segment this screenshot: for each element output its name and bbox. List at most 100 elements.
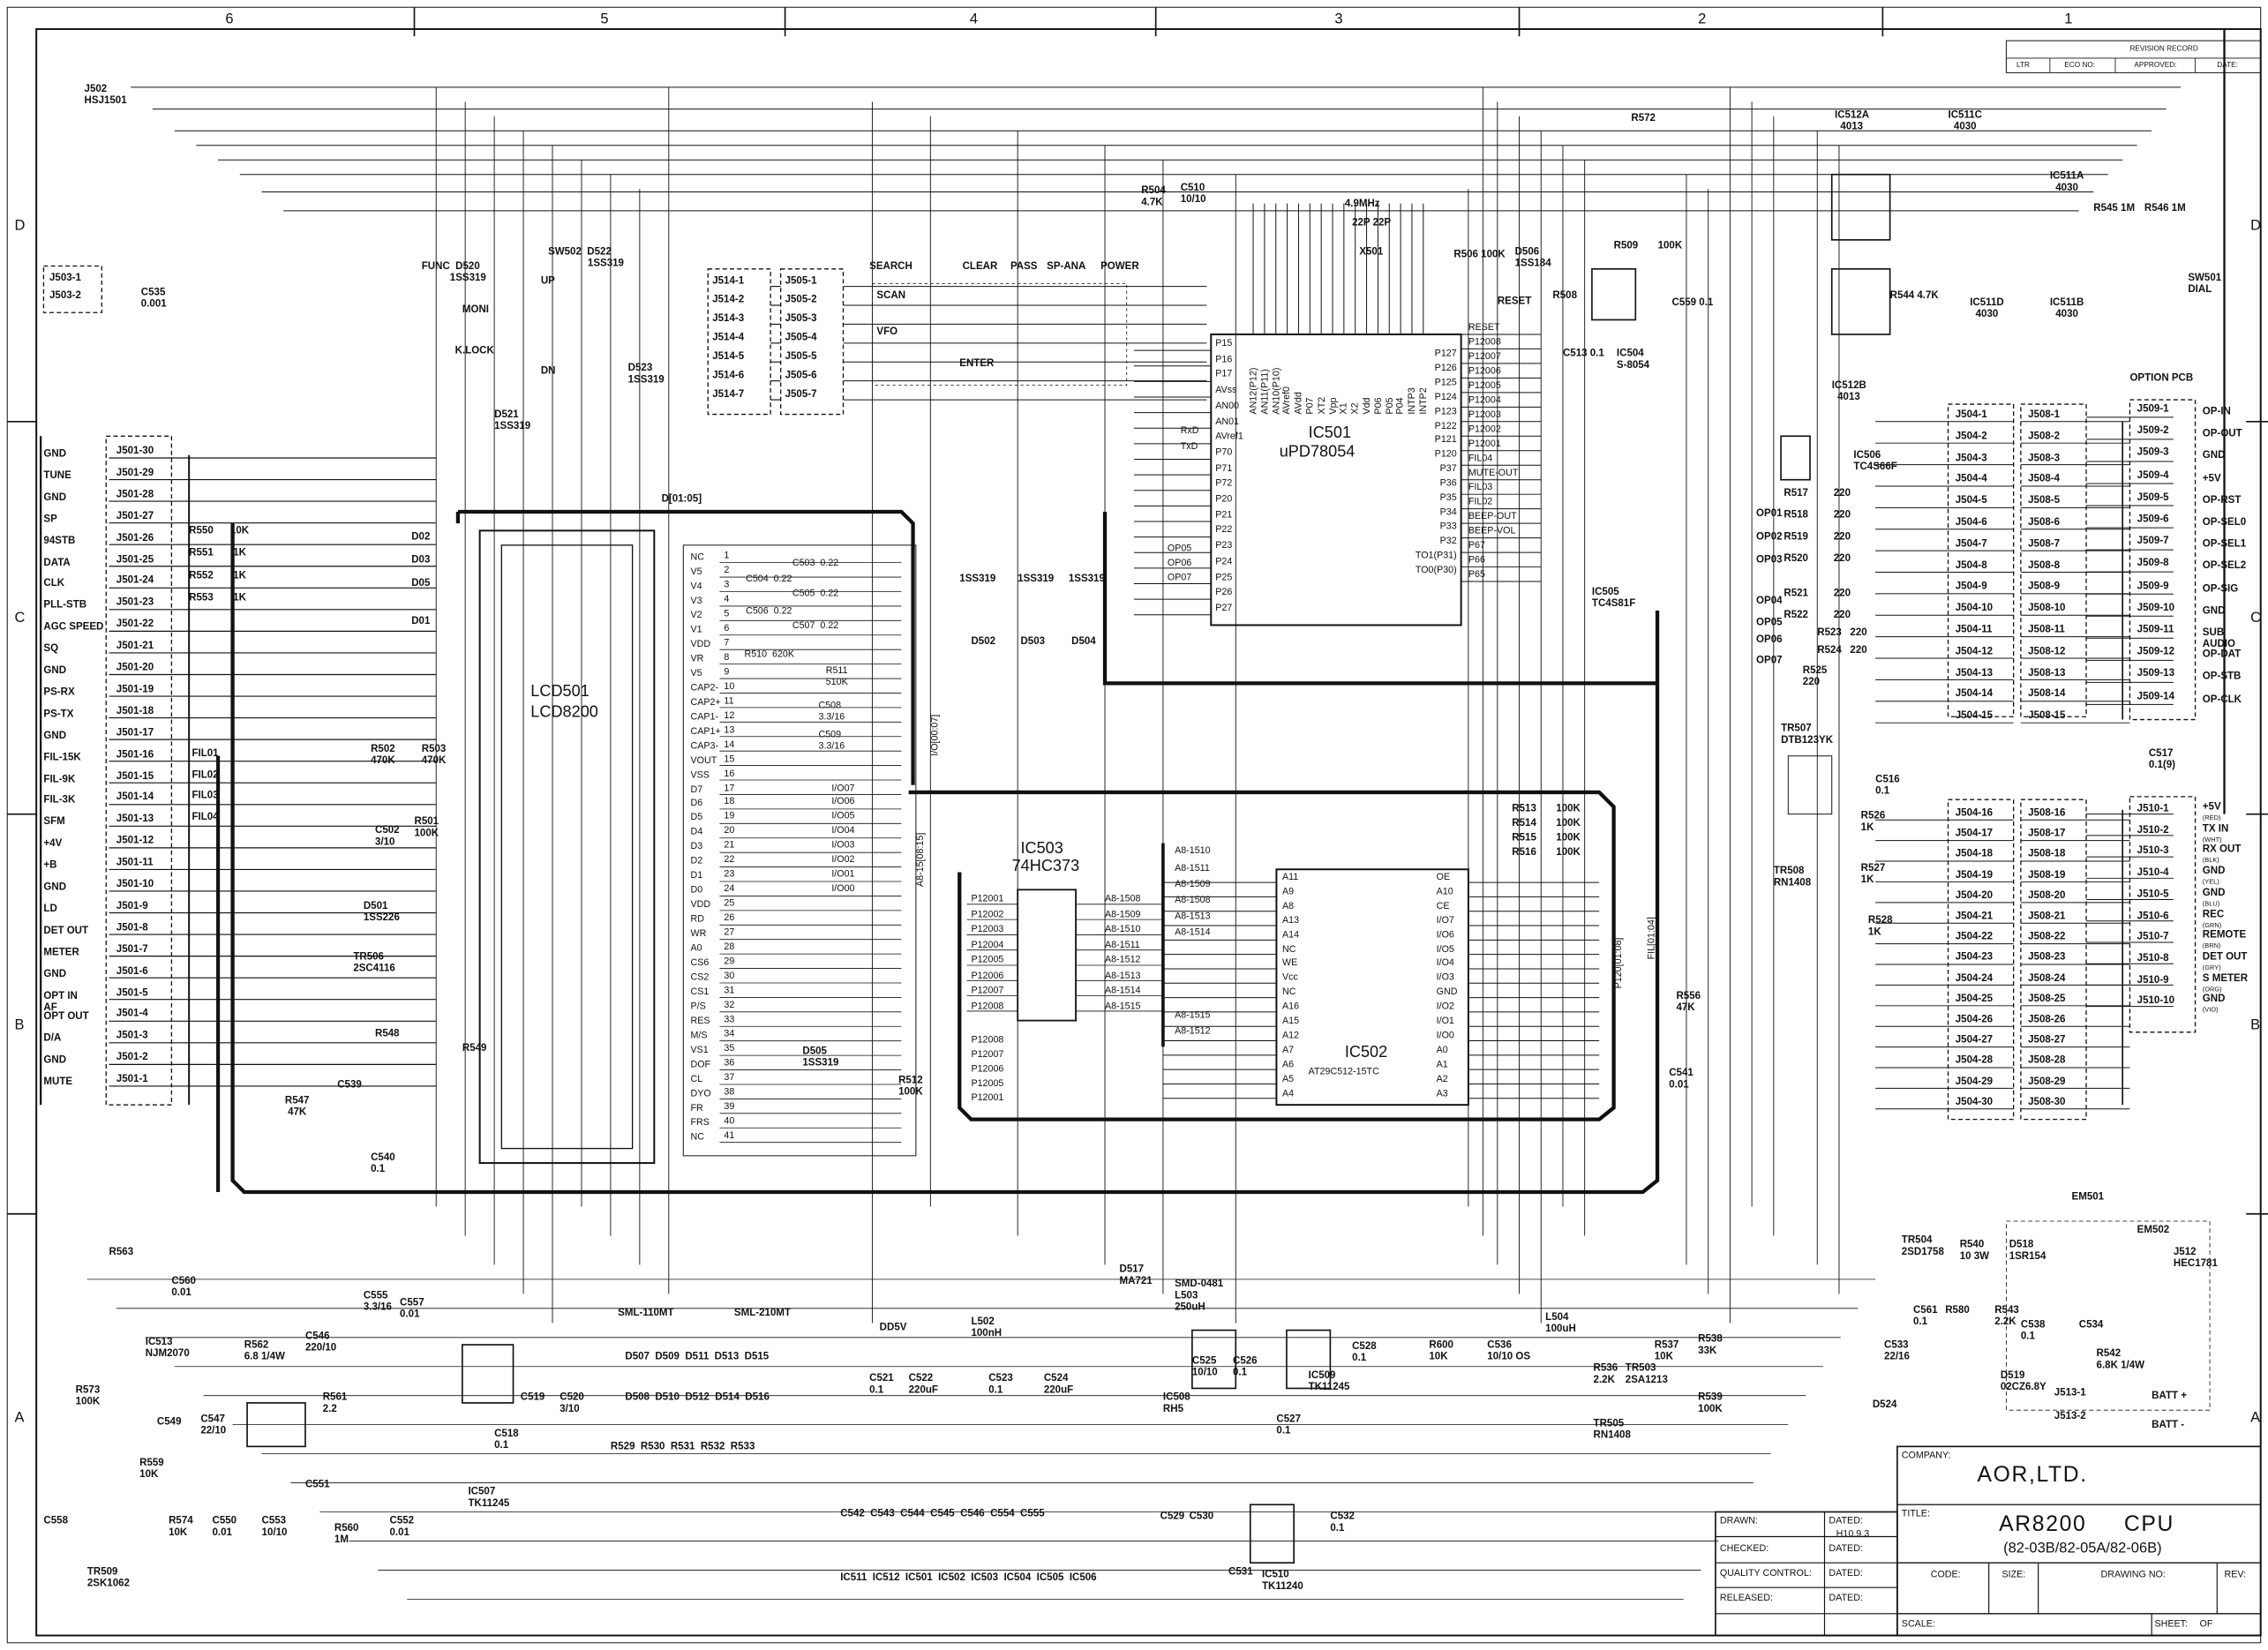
connector-j510 xyxy=(2129,796,2197,1033)
component-r572: R572 xyxy=(1631,113,1656,124)
ic503-input-net: P12008 xyxy=(971,1001,1004,1011)
j504-pin-label: J504-16 xyxy=(1955,808,1994,819)
zone-row-label: B xyxy=(2250,1017,2261,1034)
j501-signal-label: GND xyxy=(43,1055,67,1066)
net-label: FIL03 xyxy=(192,791,219,801)
j510-pin-label: J510-1 xyxy=(2137,804,2169,814)
bus-label: A8-1511 xyxy=(1175,863,1210,874)
j505-pin-label: J505-5 xyxy=(785,351,817,363)
j509-pin-label: J509-2 xyxy=(2137,426,2169,437)
lcd-pin-name: V3 xyxy=(690,596,702,606)
approval-table xyxy=(1715,1511,1898,1637)
ic503-package xyxy=(1017,889,1077,1022)
revision-eco: ECO NO: xyxy=(2064,61,2096,71)
j501-pin-label: J501-23 xyxy=(116,597,154,609)
lcd-bias-component: C508 3.3/16 xyxy=(818,701,845,723)
revision-date: DATE: xyxy=(2217,61,2238,71)
lcd-pin-name: FR xyxy=(690,1103,703,1114)
j510-pin-label: J510-4 xyxy=(2137,867,2169,879)
lcd-pin-name: CAP1- xyxy=(690,711,719,723)
j505-pin-label: J505-6 xyxy=(785,371,817,381)
bus-label: A8-1513 xyxy=(1175,911,1211,922)
j501-pin-label: J501-9 xyxy=(116,901,148,911)
lcd-pin-name: DYO xyxy=(690,1088,711,1099)
net-label: D[01:05] xyxy=(661,494,702,505)
ic501-pin-name: P17 xyxy=(1215,370,1233,380)
lcd-pin-number: 24 xyxy=(724,884,735,895)
j510-signal-label: TX IN xyxy=(2202,823,2229,835)
component-c521: C521 0.1 xyxy=(869,1373,894,1396)
lcd-pin-name: M/S xyxy=(690,1031,708,1041)
ic502-pin-name: NC xyxy=(1282,944,1296,955)
j504-pin-label: J504-7 xyxy=(1955,538,1987,550)
ic501-pin-name: P125 xyxy=(1434,378,1457,388)
lcd-pin-name: CAP2- xyxy=(690,682,719,694)
connector-j514 xyxy=(707,268,771,416)
lcd-pin-number: 9 xyxy=(724,666,730,678)
bus-label: A8-15[08:15] xyxy=(915,832,927,888)
lcd-pin-number: 22 xyxy=(724,855,735,866)
ic501-pin-name: P72 xyxy=(1215,478,1233,490)
ic502-pin-name: OE xyxy=(1436,872,1451,883)
component-r543: R543 2.2K xyxy=(1994,1305,2019,1328)
j504-pin-label: J504-27 xyxy=(1955,1035,1994,1046)
component-r544: R544 4.7K xyxy=(1889,290,1939,302)
checked-label: CHECKED: xyxy=(1719,1543,1769,1555)
j510-wire-color: (GRY) xyxy=(2202,964,2221,971)
lcd-pin-number: 40 xyxy=(724,1116,735,1127)
component-c550: C550 0.01 xyxy=(212,1516,237,1539)
lcd-pin-name: CS6 xyxy=(690,958,710,969)
ic501-net-label: P12006 xyxy=(1468,366,1501,377)
ic501-pin-name: P20 xyxy=(1215,494,1233,505)
j508-pin-label: J508-13 xyxy=(2028,668,2066,679)
net-label: FIL01 xyxy=(192,748,219,760)
ic501-pin-name: P71 xyxy=(1215,462,1233,474)
ic-package xyxy=(1249,1504,1295,1564)
keypad-matrix xyxy=(872,282,1128,386)
component-r506: R506 100K xyxy=(1453,250,1506,260)
lcd501-part: LCD8200 xyxy=(530,703,598,722)
ic501-net-label: TxD xyxy=(1180,441,1198,453)
j501-signal-label: OPT IN AF xyxy=(43,990,78,1013)
component-d517: D517 MA721 xyxy=(1119,1264,1153,1287)
zone-column-label: 3 xyxy=(1334,11,1343,28)
option-pcb-label: OPTION PCB xyxy=(2129,373,2194,384)
j504-pin-label: J504-9 xyxy=(1955,581,1987,593)
component-c541: C541 0.01 xyxy=(1669,1068,1693,1091)
dated-label: DATED: xyxy=(1829,1568,1863,1579)
ic-package xyxy=(1191,1329,1237,1390)
ic501-package xyxy=(1210,333,1462,626)
component-r556: R556 47K xyxy=(1676,991,1701,1014)
zone-row-label: D xyxy=(2250,218,2262,235)
lcd-data-net: I/O03 xyxy=(831,840,855,851)
j508-pin-label: J508-20 xyxy=(2028,890,2066,902)
component-c527: C527 0.1 xyxy=(1276,1414,1301,1436)
component-r522: R522 220 xyxy=(1784,610,1851,621)
ic502-package xyxy=(1275,868,1469,1106)
component-c518: C518 0.1 xyxy=(494,1429,519,1451)
component-ic506: IC506 TC4S66F xyxy=(1853,450,1897,473)
lcd-bias-component: R511 510K xyxy=(825,665,848,687)
lcd-bias-component: C505 0.22 xyxy=(792,589,839,599)
component-r552: R552 1K xyxy=(189,571,246,582)
lcd-pin-name: WR xyxy=(690,929,707,940)
j504-pin-label: J504-18 xyxy=(1955,849,1994,860)
ic502-pin-name: A10 xyxy=(1436,886,1453,897)
ic501-pin-name: P34 xyxy=(1439,506,1457,518)
j509-signal-label: OP-RST xyxy=(2202,495,2242,506)
connector-j504-upper xyxy=(1947,403,2015,717)
component-c538: C538 0.1 xyxy=(2020,1320,2046,1342)
j508-pin-label: J508-17 xyxy=(2028,829,2066,839)
net-label: OP04 xyxy=(1756,596,1783,607)
component-c517: C517 0.1(9) xyxy=(2148,748,2175,771)
connector-j505 xyxy=(779,268,845,416)
j501-signal-label: SFM xyxy=(43,817,65,828)
component-r514: R514 100K xyxy=(1512,818,1581,829)
component-ic508: IC508 RH5 xyxy=(1162,1392,1190,1415)
ic503-input-net: P12005 xyxy=(971,955,1004,966)
lcd-pin-name: VOUT xyxy=(690,755,717,766)
j504-pin-label: J504-14 xyxy=(1955,689,1994,701)
ic501-pin-name: P06 xyxy=(1373,397,1384,415)
ic501-pin-name: INTP2 xyxy=(1418,387,1430,415)
revision-approved: APPROVED: xyxy=(2134,61,2177,71)
